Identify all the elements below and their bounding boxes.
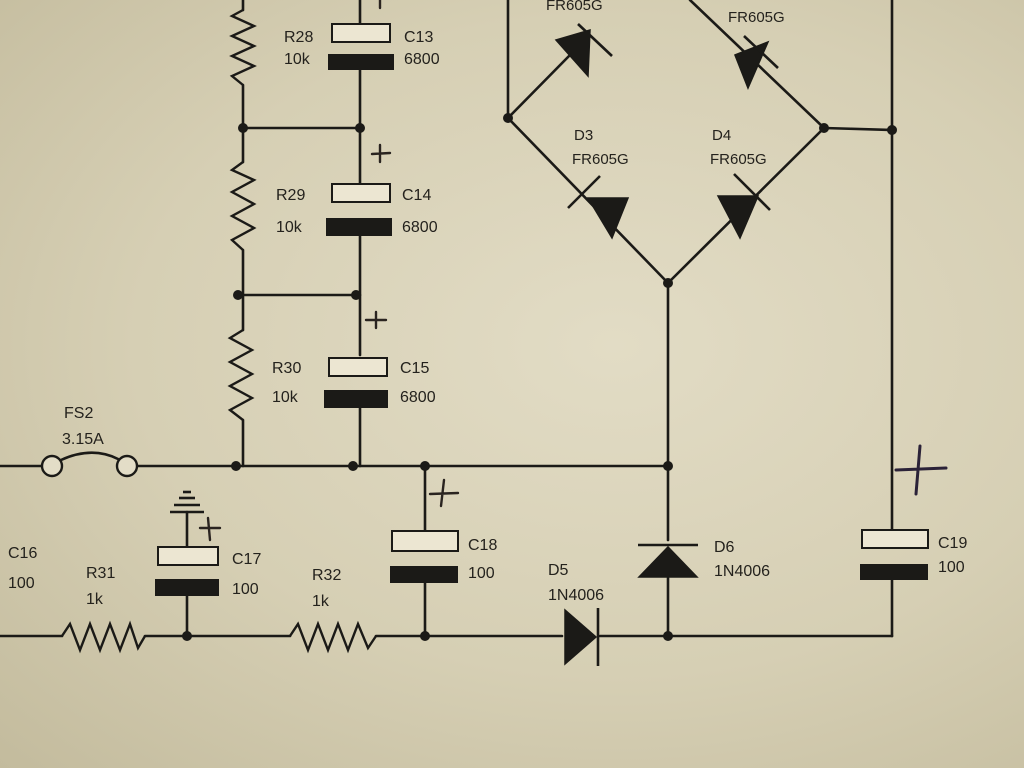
c13-ref: C13 [404,29,433,46]
diode-d3 [567,175,630,240]
d6-ref: D6 [714,539,735,556]
capacitor-c15 [324,357,388,408]
labels: R28 10k C13 6800 R29 10k C14 6800 R30 10… [8,0,967,610]
r29-value: 10k [276,219,303,236]
d3-ref: D3 [574,127,593,144]
c15-value: 6800 [400,389,436,406]
resistor-r31 [61,620,147,654]
resistor-r29 [229,161,257,251]
c14-value: 6800 [402,219,438,236]
c15-ref: C15 [400,360,429,377]
c19-value: 100 [938,559,965,576]
d5-value: 1N4006 [548,587,604,604]
d6-value: 1N4006 [714,563,770,580]
r29-ref: R29 [276,187,305,204]
r30-value: 10k [272,389,299,406]
resistor-r30 [227,328,255,421]
c18-value: 100 [468,565,495,582]
r32-value: 1k [312,593,330,610]
diode-d6 [637,543,699,578]
c14-ref: C14 [402,187,431,204]
d5-ref: D5 [548,562,569,579]
diode-d2 [734,35,779,90]
diode-d4 [716,173,771,240]
resistor-r32 [289,620,377,654]
diode-d1 [554,23,613,78]
ground-icon [170,490,204,514]
c16-ref: C16 [8,545,37,562]
diode-d5 [564,608,600,666]
fs2-value: 3.15A [62,431,104,448]
c18-ref: C18 [468,537,497,554]
resistor-r28 [229,8,257,86]
polarity-marks [198,0,948,542]
junction-dots [182,113,897,641]
capacitor-c13 [328,23,394,70]
r28-ref: R28 [284,29,313,46]
d2-value: FR605G [728,9,785,26]
capacitor-c17 [155,546,219,596]
c17-value: 100 [232,581,259,598]
fuse-fs2 [40,451,139,478]
capacitor-c19 [860,529,929,580]
capacitor-c14 [326,183,392,236]
fs2-ref: FS2 [64,405,93,422]
d1-value: FR605G [546,0,603,14]
c13-value: 6800 [404,51,440,68]
r31-ref: R31 [86,565,115,582]
c16-value: 100 [8,575,35,592]
wire-crosslinks [241,126,362,297]
r32-ref: R32 [312,567,341,584]
r28-value: 10k [284,51,311,68]
capacitor-c18 [390,530,459,583]
c17-ref: C17 [232,551,261,568]
c19-ref: C19 [938,535,967,552]
r30-ref: R30 [272,360,301,377]
d4-value: FR605G [710,151,767,168]
r31-value: 1k [86,591,104,608]
d4-ref: D4 [712,127,731,144]
d3-value: FR605G [572,151,629,168]
